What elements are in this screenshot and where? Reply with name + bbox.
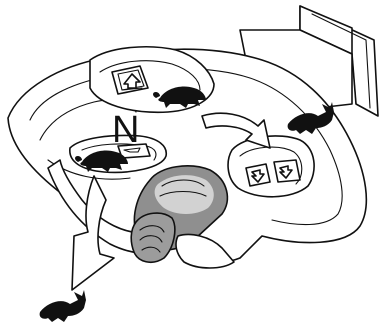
neutral-label: N — [112, 109, 139, 151]
rabbit-icon — [40, 290, 86, 322]
right-button-bank — [228, 136, 314, 197]
